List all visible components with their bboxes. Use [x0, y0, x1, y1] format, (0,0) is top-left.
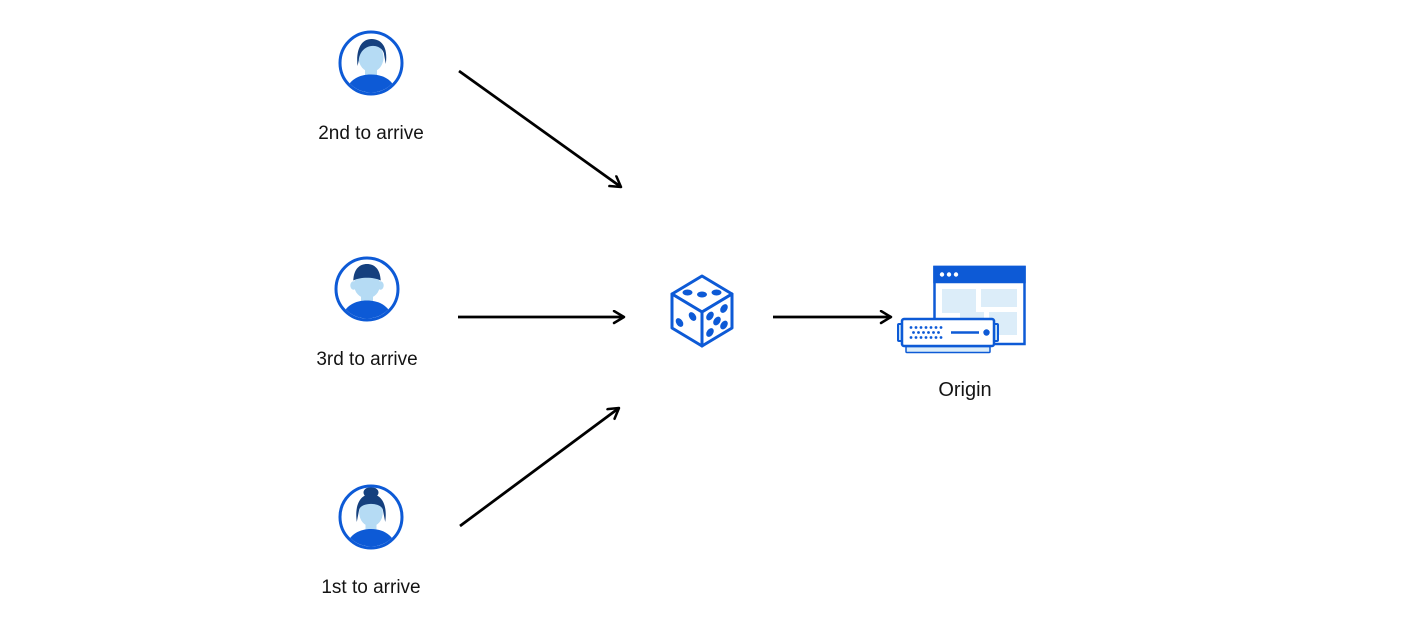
node-random-dice	[631, 270, 773, 353]
node-origin	[897, 263, 1027, 363]
user-male-swoop-avatar-icon	[337, 29, 405, 102]
node-label: 3rd to arrive	[316, 349, 418, 370]
arrow-second-to-dice	[458, 69, 621, 187]
node-first-arrival: 1st to arrive	[296, 483, 446, 600]
dice-icon	[666, 270, 738, 353]
arrow-first-to-dice	[459, 408, 619, 528]
node-third-arrival: 3rd to arrive	[292, 255, 442, 372]
user-female-bun-avatar-icon	[337, 483, 405, 556]
node-second-arrival: 2nd to arrive	[296, 29, 446, 146]
node-origin-label-wrap: Origin	[890, 378, 1040, 402]
origin-server-browser-icon	[897, 265, 1027, 362]
node-label: Origin	[938, 379, 992, 401]
user-male-flattop-avatar-icon	[333, 255, 401, 328]
node-label: 1st to arrive	[321, 577, 421, 598]
node-label: 2nd to arrive	[318, 123, 424, 144]
